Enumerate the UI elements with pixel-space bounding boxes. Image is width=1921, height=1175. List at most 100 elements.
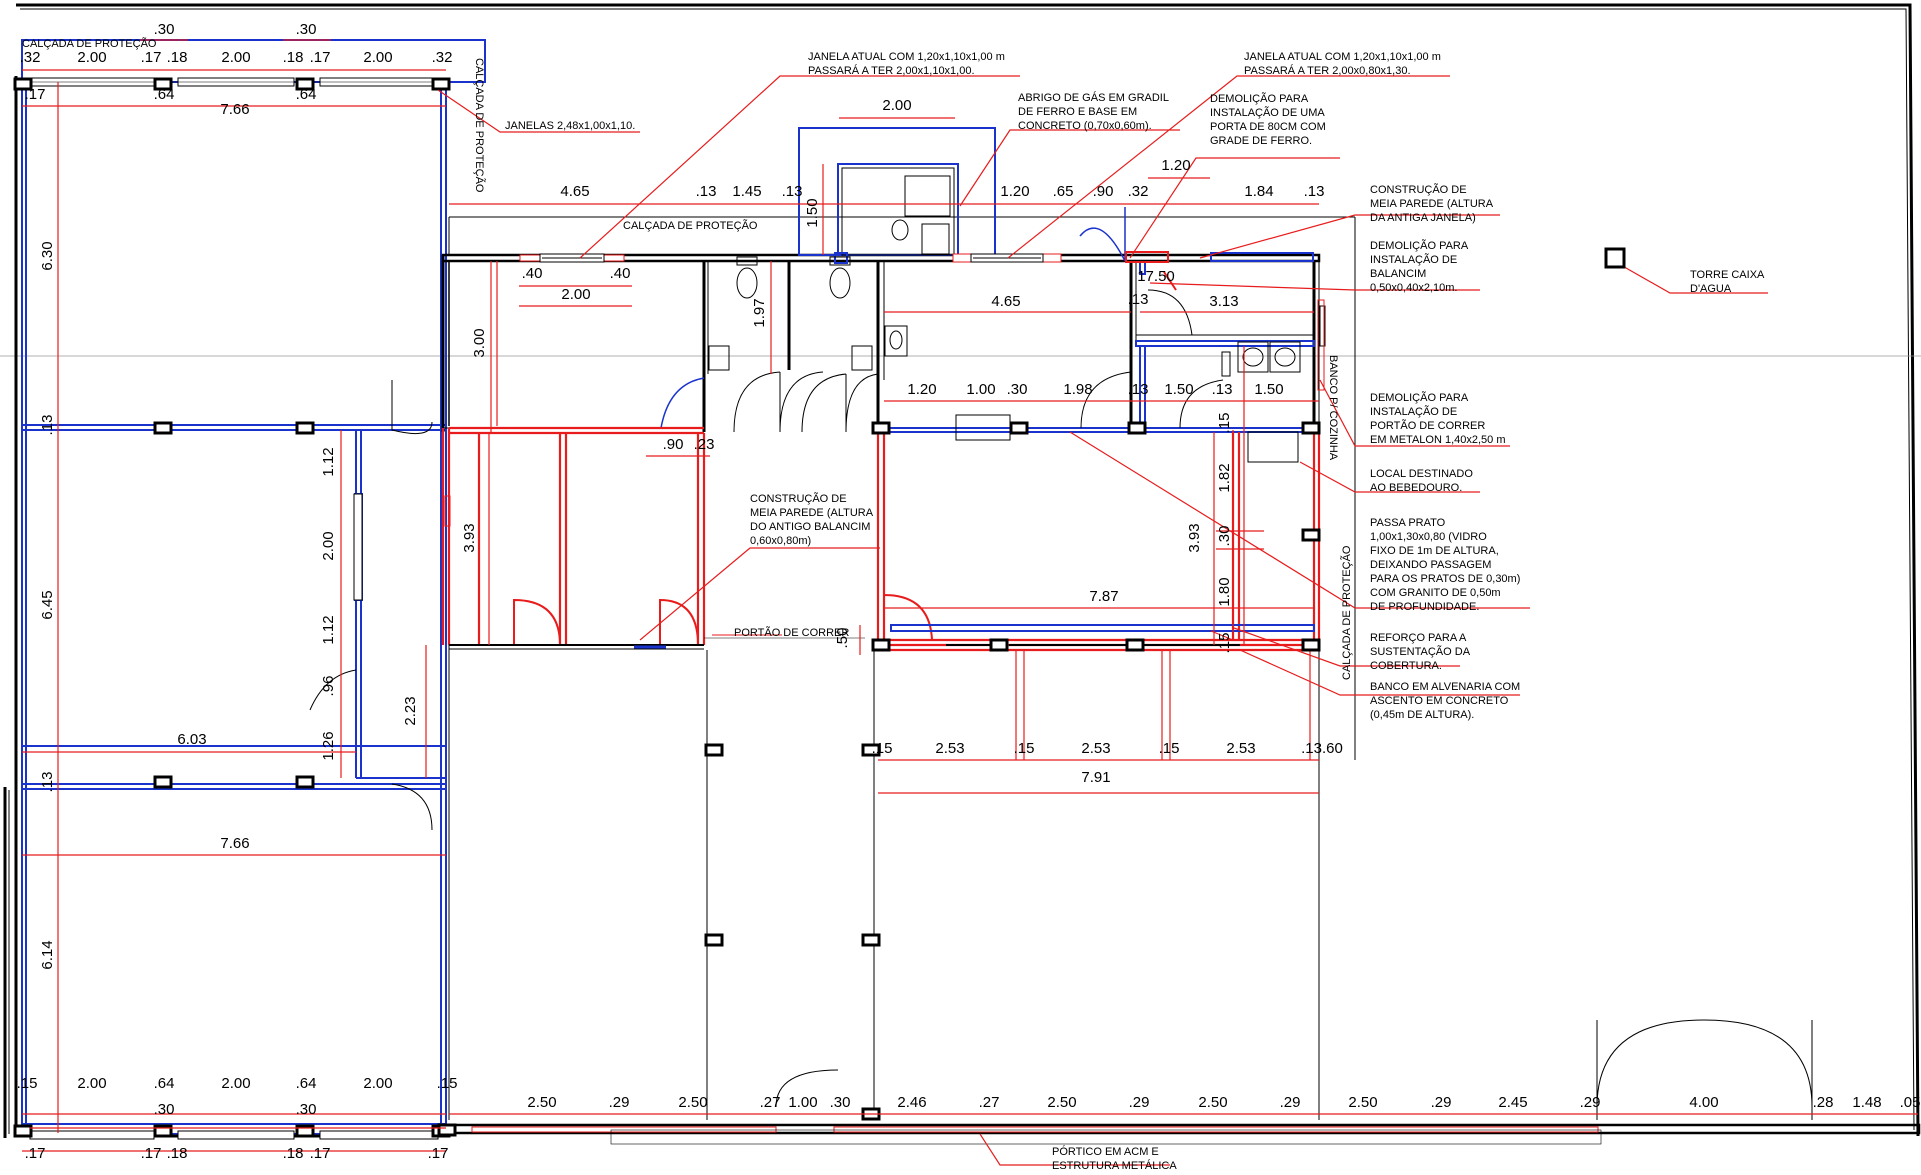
sidewalk-label: CALÇADA DE PROTEÇÃO (22, 37, 157, 50)
dimension-label: .30 (1007, 381, 1028, 398)
annotation-note: DEMOLIÇÃO PARA (1370, 391, 1469, 404)
left-block-windows (29, 77, 439, 1140)
dimension-label: .30 (154, 1101, 175, 1118)
structural-column (1127, 421, 1147, 435)
dimension-label: 4.65 (560, 183, 589, 200)
sidewalk-label: CALÇADA DE PROTEÇÃO (473, 58, 486, 193)
bathroom-fixtures (708, 256, 1301, 463)
structural-column (153, 1124, 173, 1138)
annotation-note: INSTALAÇÃO DE (1370, 405, 1457, 418)
dimension-label: 2.00 (561, 286, 590, 303)
dimension-label: 1.48 (1852, 1094, 1881, 1111)
annotation-note: DE FERRO E BASE EM (1018, 106, 1137, 118)
dimension-label: 1.98 (1063, 381, 1092, 398)
dimension-label: 2.50 (527, 1094, 556, 1111)
dimension-label: 2.50 (1047, 1094, 1076, 1111)
dimension-label: 4.00 (1689, 1094, 1718, 1111)
dimension-label: .50 (834, 628, 851, 649)
structural-column (13, 1124, 33, 1138)
dimension-label: .17 (25, 86, 46, 103)
dimension-label: .17 (428, 1145, 449, 1162)
dimension-label: .15 (1014, 740, 1035, 757)
annotation-note: 0,60x0,80m) (750, 535, 811, 547)
dimension-label: .15 (1159, 740, 1180, 757)
dimension-label: 3.00 (471, 328, 488, 357)
dimension-label: 3.13 (1209, 293, 1238, 310)
dimension-label: 2.50 (1198, 1094, 1227, 1111)
annotation-note: PÓRTICO EM ACM E (1052, 1145, 1159, 1158)
dimension-label: 1.20 (1000, 183, 1029, 200)
structural-column (704, 933, 724, 947)
dimension-label: .40 (610, 265, 631, 282)
structural-column (871, 638, 891, 652)
annotation-note: D'AGUA (1690, 283, 1732, 295)
dimension-label: .13 (782, 183, 803, 200)
dimension-label: .32 (20, 49, 41, 66)
dimension-label: .30 (154, 21, 175, 38)
dimension-label: .17 (25, 1145, 46, 1162)
dimension-label: .13 (39, 415, 56, 436)
dimension-label: 2.00 (221, 49, 250, 66)
structural-column (989, 638, 1009, 652)
dimension-label: .13 (1128, 291, 1149, 308)
dimension-label: 1.00 (966, 381, 995, 398)
dimension-label: .90 (663, 436, 684, 453)
left-block-walls (14, 39, 486, 1138)
small-label: BANCO P/ COZINHA (1327, 355, 1339, 461)
dimension-label: .05 (1900, 1094, 1921, 1111)
dimension-label: .64 (154, 1075, 175, 1092)
structural-column (153, 421, 173, 435)
dimension-label: .30 (830, 1094, 851, 1111)
structural-column (1009, 421, 1029, 435)
annotation-note: FIXO DE 1m DE ALTURA, (1370, 545, 1499, 557)
new-construction-walls (441, 251, 1325, 760)
annotation-note: ASCENTO EM CONCRETO (1370, 695, 1509, 707)
annotation-note: DEMOLIÇÃO PARA (1370, 239, 1469, 252)
annotation-note: ESTRUTURA METÁLICA (1052, 1159, 1177, 1172)
dimension-label: .65 (1053, 183, 1074, 200)
annotation-note: DEIXANDO PASSAGEM (1370, 559, 1491, 571)
dimension-label: .13 (696, 183, 717, 200)
dimension-label: .13 (39, 772, 56, 793)
dimension-label: 7.91 (1081, 769, 1110, 786)
structural-column (295, 1124, 315, 1138)
dimension-label: .15 (17, 1075, 38, 1092)
annotation-note: GRADE DE FERRO. (1210, 135, 1312, 147)
dimension-label: .18 (283, 1145, 304, 1162)
dimension-label: .13 (1212, 381, 1233, 398)
annotation-leaders (437, 75, 1768, 1166)
dimension-label: .17 (310, 49, 331, 66)
dimension-label: .27 (979, 1094, 1000, 1111)
dimension-label: .30 (296, 21, 317, 38)
dimension-label: .29 (1280, 1094, 1301, 1111)
structural-column (1301, 421, 1321, 435)
structural-column (704, 743, 724, 757)
dimension-label: 2.53 (935, 740, 964, 757)
dimension-label: 2.50 (678, 1094, 707, 1111)
sidewalk-label: CALÇADA DE PROTEÇÃO (1340, 545, 1353, 680)
annotation-note: REFORÇO PARA A (1370, 632, 1467, 644)
structural-column (437, 1123, 457, 1137)
dimension-label: 3.93 (1186, 523, 1203, 552)
dimension-label: 2.53 (1081, 740, 1110, 757)
structural-column (295, 775, 315, 789)
annotation-note: 1,00x1,30x0,80 (VIDRO (1370, 531, 1487, 543)
annotation-note: PORTA DE 80CM COM (1210, 121, 1326, 133)
dimension-label: 4.65 (991, 293, 1020, 310)
annotation-note: SUSTENTAÇÃO DA (1370, 645, 1471, 658)
dimension-label: .29 (1129, 1094, 1150, 1111)
annotation-note: CONSTRUÇÃO DE (750, 492, 847, 505)
annotation-note: INSTALAÇÃO DE UMA (1210, 106, 1325, 119)
dimension-label: 1.80 (1216, 577, 1233, 606)
dimension-label: .30 (1216, 526, 1233, 547)
sidewalk-label: CALÇADA DE PROTEÇÃO (623, 219, 758, 232)
dimension-label: .90 (1093, 183, 1114, 200)
annotation-note: COBERTURA. (1370, 660, 1442, 672)
dimension-label: 6.14 (39, 940, 56, 969)
annotation-note: CONCRETO (0,70x0,60m). (1018, 120, 1152, 132)
annotation-note: DO ANTIGO BALANCIM (750, 521, 870, 533)
dimension-label: .64 (296, 86, 317, 103)
dimension-label: .64 (296, 1075, 317, 1092)
dimension-label: 7.66 (220, 835, 249, 852)
dimension-label: 2.00 (363, 1075, 392, 1092)
